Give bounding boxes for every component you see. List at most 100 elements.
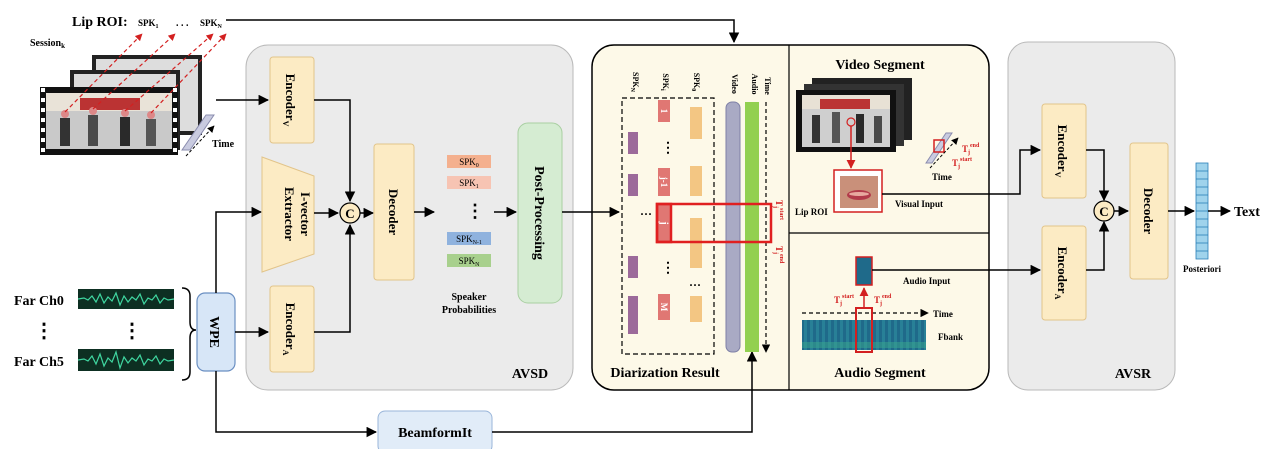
video-time-label: Time — [932, 172, 952, 182]
avsr-concat-label: C — [1099, 204, 1108, 219]
col-spk-n: SPKN — [629, 72, 640, 93]
seg-j-1: j-1 — [659, 176, 669, 188]
far-ch0-label: Far Ch0 — [14, 294, 64, 309]
wpe-to-beamformit — [215, 371, 378, 438]
col-spk-i: SPKi — [659, 73, 670, 91]
video-time-highlight — [933, 139, 945, 153]
wpe-to-ivector — [215, 206, 263, 293]
session-video-frames — [40, 33, 227, 155]
spk-prob-0-label: SPK0 — [459, 157, 479, 169]
lip-roi-spk1: SPK1 — [138, 18, 159, 30]
col-audio: Audio — [750, 74, 759, 95]
spk0-dots: ··· — [689, 278, 701, 292]
spk-i-segments — [658, 100, 670, 320]
far-ch5-waveform — [77, 349, 175, 371]
visual-input-label: Visual Input — [895, 199, 943, 209]
video-time-arrow — [929, 137, 959, 169]
beamformit-label: BeamformIt — [398, 426, 472, 441]
video-time-stack — [925, 132, 953, 164]
segment-j-highlight — [655, 202, 673, 244]
seg-dots-2: ⋮ — [661, 261, 675, 276]
spk-prob-1-label: SPK1 — [459, 178, 479, 190]
seg-1: 1 — [659, 109, 669, 114]
avsd-ev-to-concat — [314, 99, 356, 203]
audio-track-bar — [745, 102, 759, 352]
spk-prob-dots: ⋮ — [466, 201, 484, 221]
video-segment-frames — [796, 78, 912, 152]
lip-roi-crop — [833, 169, 883, 213]
fbank-label: Fbank — [938, 332, 963, 342]
channel-brace — [181, 287, 197, 381]
avsd-encoder-a-box — [269, 285, 315, 373]
avsd-title: AVSD — [512, 367, 548, 382]
avsr-title: AVSR — [1115, 367, 1152, 382]
video-t-start: Tjstart — [952, 157, 972, 170]
spk-prob-n — [447, 254, 491, 267]
far-ch5-label: Far Ch5 — [14, 355, 64, 370]
far-ch-vdots-left: ⋮ — [34, 320, 54, 342]
avsr-encoder-v-box — [1041, 103, 1087, 199]
video-t-end: Tjend — [962, 143, 980, 156]
avsd-concat-label: C — [345, 206, 354, 221]
seg-j: j — [658, 220, 669, 224]
lip-roi-label: Lip ROI: — [72, 15, 128, 30]
avsr-ev-to-concat — [1086, 149, 1110, 202]
visual-input-to-avsr-encoder-v — [882, 144, 1042, 195]
avsd-encoder-v-label: EncoderV — [281, 74, 298, 127]
input-time-stack — [181, 114, 215, 157]
session-label: Sessionk — [30, 38, 65, 50]
avsd-decoder-label: Decoder — [386, 189, 401, 235]
post-processing-label: Post-Processing — [531, 166, 546, 260]
fbank-highlight — [855, 307, 873, 353]
spk-prob-0 — [447, 155, 491, 168]
audio-segment-title: Audio Segment — [834, 366, 926, 381]
lip-roi-spkn: SPKN — [200, 18, 223, 30]
spk-n-segments — [628, 132, 638, 334]
wpe-label: WPE — [206, 316, 221, 348]
avsr-encoder-a-label: EncoderA — [1053, 247, 1070, 300]
diar-t-start: Tjstart — [772, 200, 784, 220]
far-ch0-waveform — [77, 289, 175, 309]
avsr-encoder-a-box — [1041, 225, 1087, 321]
seg-m: M — [659, 303, 669, 312]
diarization-title: Diarization Result — [610, 366, 720, 381]
post-processing-box — [517, 122, 563, 304]
far-ch-vdots-right: ⋮ — [122, 320, 142, 342]
spk-prob-n-label: SPKN — [459, 256, 481, 268]
audio-time-label: Time — [933, 309, 953, 319]
video-segment-title: Video Segment — [835, 58, 925, 73]
beamformit-to-diarization — [492, 350, 758, 433]
video-track-bar — [725, 101, 741, 353]
speaker-prob-label-1: Speaker — [452, 292, 488, 303]
col-spk-0: SPK0 — [690, 73, 701, 92]
avsr-decoder-label: Decoder — [1141, 188, 1156, 234]
posteriori-label: Posteriori — [1183, 264, 1221, 274]
audio-t-end: Tjend — [874, 294, 892, 307]
input-time-label: Time — [212, 139, 235, 150]
seg-dots-h: ··· — [640, 207, 652, 221]
fbank-spectrogram — [802, 320, 926, 350]
spk-prob-n-1 — [447, 232, 491, 245]
video-lip-roi-label: Lip ROI — [795, 207, 828, 217]
avsr-ea-to-concat — [1086, 220, 1110, 271]
seg-dots-1: ⋮ — [661, 141, 675, 156]
ivector-label-1: I-vector — [298, 192, 313, 236]
diarization-dashed-box — [621, 97, 715, 355]
spk-0-segments — [690, 107, 702, 322]
col-time: Time — [763, 77, 772, 95]
audio-input-label: Audio Input — [903, 276, 950, 286]
audio-t-start: Tjstart — [834, 294, 854, 307]
lip-roi-to-diarization-line — [226, 19, 740, 44]
ivector-extractor-box — [261, 156, 315, 273]
diar-t-end: Tjend — [772, 246, 784, 264]
speaker-prob-label-2: Probabilities — [442, 305, 496, 316]
avsd-encoder-a-label: EncoderA — [281, 303, 298, 356]
audio-input-box — [855, 256, 873, 286]
avsr-encoder-v-label: EncoderV — [1053, 125, 1070, 178]
avsd-ea-to-concat — [314, 223, 356, 333]
posteriori-vector — [1195, 162, 1209, 260]
col-video: Video — [730, 74, 739, 94]
spk-prob-1 — [447, 176, 491, 189]
ivector-label-2: Extractor — [282, 187, 297, 241]
